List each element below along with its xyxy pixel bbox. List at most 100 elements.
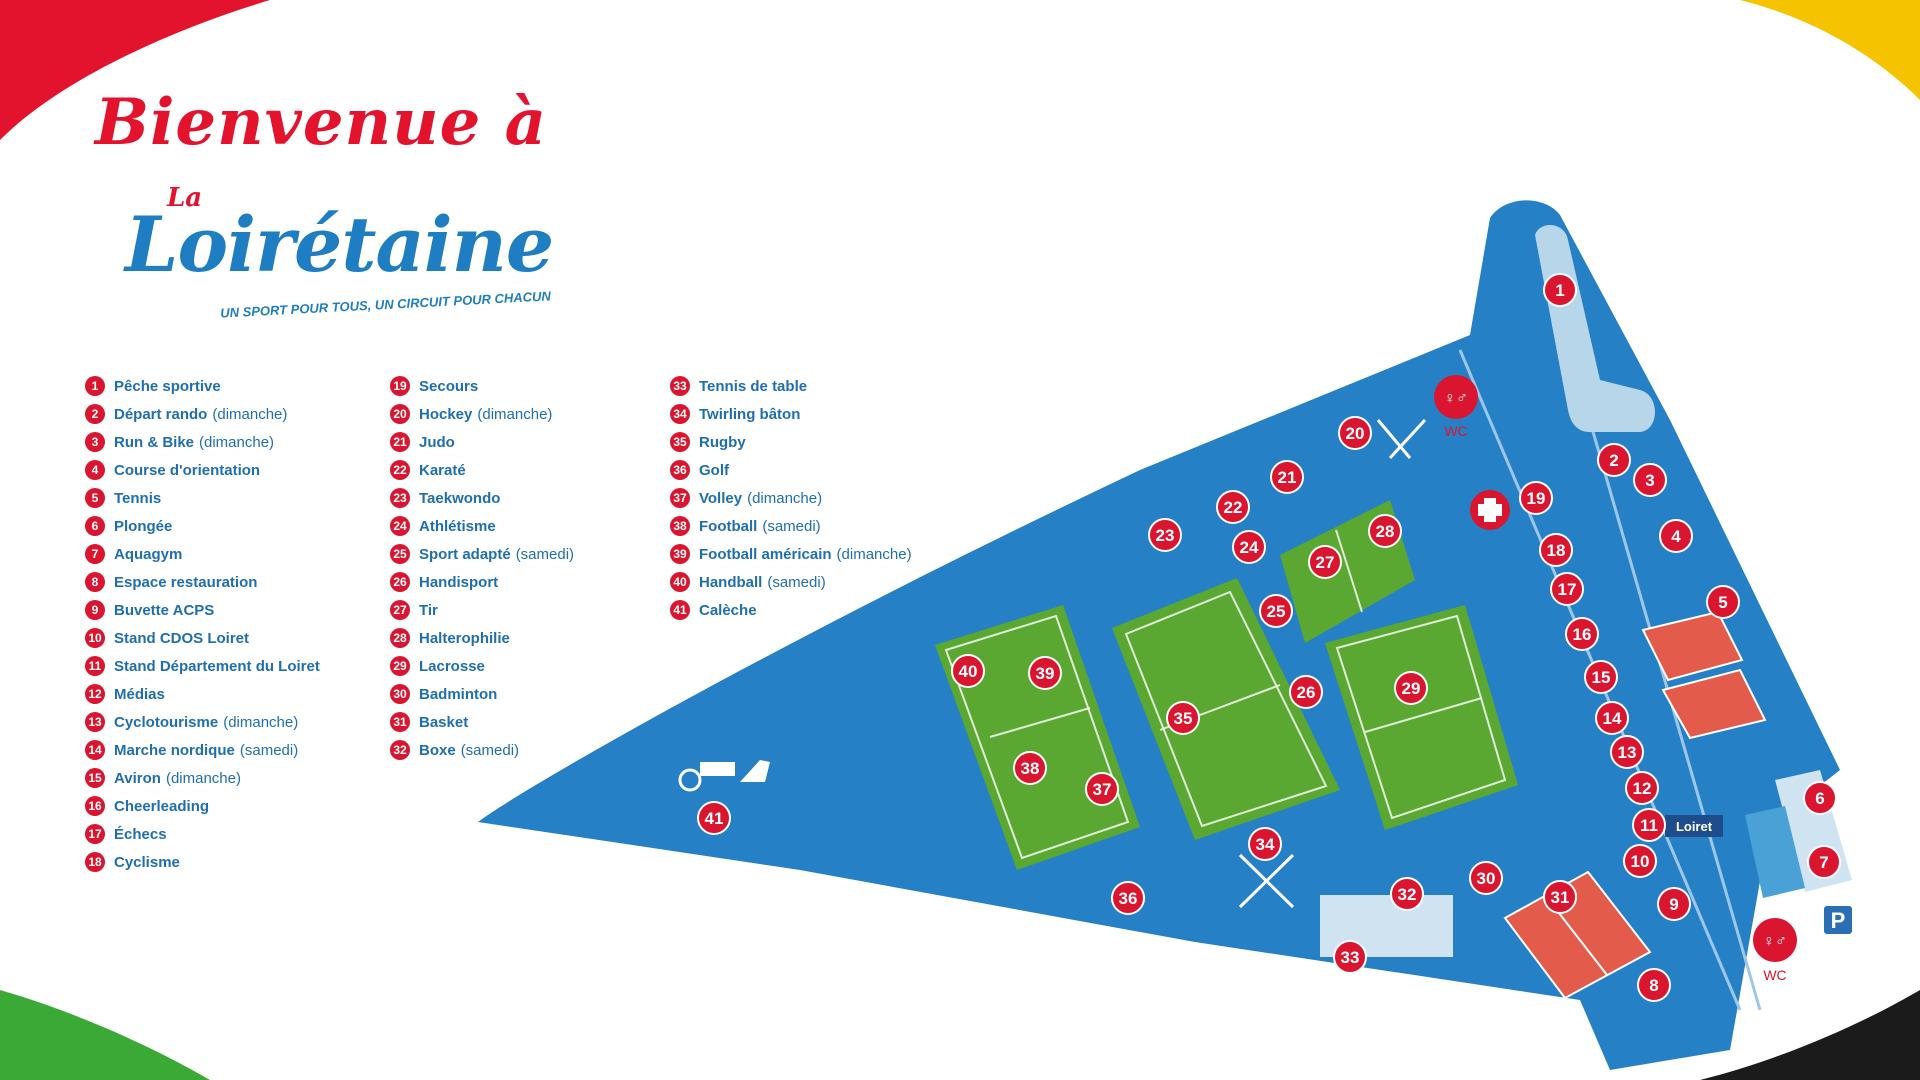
map-marker-number: 34 xyxy=(1256,835,1275,854)
field-lacrosse xyxy=(1325,605,1518,830)
legend-label: Karaté xyxy=(419,461,466,479)
legend-label: Golf xyxy=(699,461,729,479)
legend-label: Stand CDOS Loiret xyxy=(114,629,250,647)
legend-label: Halterophilie xyxy=(419,629,510,647)
caleche-icon xyxy=(678,760,770,792)
wc-label: WC xyxy=(1763,967,1786,983)
map-marker-36: 36 xyxy=(1111,881,1145,915)
map-marker-23: 23 xyxy=(1148,518,1182,552)
legend-label: Handball xyxy=(699,573,763,591)
legend-item: 3 Run & Bike(dimanche) xyxy=(85,431,274,453)
map-marker-19: 19 xyxy=(1519,481,1553,515)
legend-number-badge: 21 xyxy=(390,432,410,452)
map-marker-41: 41 xyxy=(697,801,731,835)
legend-item: 36 Golf xyxy=(670,459,729,481)
legend-label: Espace restauration xyxy=(114,573,258,591)
legend-number-badge: 16 xyxy=(85,796,105,816)
map-marker-number: 26 xyxy=(1297,683,1316,702)
legend-label: Run & Bike xyxy=(114,433,195,451)
legend-note: (dimanche) xyxy=(199,433,275,451)
legend-label: Cheerleading xyxy=(114,797,210,815)
legend-label: Volley xyxy=(699,489,743,507)
map-marker-number: 39 xyxy=(1036,664,1055,683)
logo-title: Bienvenue à La Loirétaine UN SPORT POUR … xyxy=(95,85,554,321)
legend-label: Rugby xyxy=(699,433,746,451)
map-marker-number: 20 xyxy=(1346,424,1365,443)
legend-label: Calèche xyxy=(699,601,757,619)
map-marker-number: 9 xyxy=(1669,895,1678,914)
legend-note: (dimanche) xyxy=(747,489,823,507)
map-marker-number: 13 xyxy=(1618,743,1637,762)
legend-number-badge: 20 xyxy=(390,404,410,424)
map-marker-16: 16 xyxy=(1565,617,1599,651)
map-marker-37: 37 xyxy=(1085,772,1119,806)
legend-label: Basket xyxy=(419,713,469,731)
map-marker-34: 34 xyxy=(1248,827,1282,861)
legend-number-badge: 40 xyxy=(670,572,690,592)
legend-label: Stand Département du Loiret xyxy=(114,657,320,675)
twirling-baton-icon xyxy=(1238,853,1295,909)
loiret-sign: Loiret xyxy=(1665,815,1723,837)
legend-number-badge: 6 xyxy=(85,516,105,536)
legend-label: Buvette ACPS xyxy=(114,601,215,619)
legend-label: Football xyxy=(699,517,758,535)
legend-label: Secours xyxy=(419,377,479,395)
legend-number-badge: 7 xyxy=(85,544,105,564)
map-marker-24: 24 xyxy=(1232,530,1266,564)
map-marker-number: 36 xyxy=(1119,889,1138,908)
legend-label: Athlétisme xyxy=(419,517,496,535)
map-marker-number: 37 xyxy=(1093,780,1112,799)
legend-number-badge: 11 xyxy=(85,656,105,676)
legend-note: (dimanche) xyxy=(836,545,912,563)
legend-number-badge: 36 xyxy=(670,460,690,480)
legend-note: (samedi) xyxy=(767,573,826,591)
legend-label: Boxe xyxy=(419,741,456,759)
map-marker-number: 40 xyxy=(959,662,978,681)
map-marker-number: 21 xyxy=(1278,468,1297,487)
legend-number-badge: 29 xyxy=(390,656,410,676)
map-marker-number: 2 xyxy=(1609,451,1618,470)
svg-text:♀♂: ♀♂ xyxy=(1444,390,1468,407)
map-marker-number: 8 xyxy=(1649,976,1658,995)
map-marker-18: 18 xyxy=(1539,533,1573,567)
map-marker-number: 12 xyxy=(1633,779,1652,798)
legend-number-badge: 3 xyxy=(85,432,105,452)
legend-number-badge: 41 xyxy=(670,600,690,620)
legend-number-badge: 4 xyxy=(85,460,105,480)
legend-label: Marche nordique xyxy=(114,741,235,759)
legend-number-badge: 15 xyxy=(85,768,105,788)
map-marker-number: 29 xyxy=(1402,679,1421,698)
corner-decoration-bottom-right xyxy=(1700,990,1920,1080)
legend-label: Taekwondo xyxy=(419,489,501,507)
map-marker-26: 26 xyxy=(1289,675,1323,709)
map-marker-20: 20 xyxy=(1338,416,1372,450)
legend-label: Échecs xyxy=(114,825,167,843)
map-marker-number: 5 xyxy=(1718,593,1727,612)
legend-number-badge: 13 xyxy=(85,712,105,732)
legend-number-badge: 39 xyxy=(670,544,690,564)
legend-item: 40 Handball(samedi) xyxy=(670,571,826,593)
legend-item: 41 Calèche xyxy=(670,599,757,621)
legend-number-badge: 38 xyxy=(670,516,690,536)
map-marker-number: 16 xyxy=(1573,625,1592,644)
svg-text:Loiret: Loiret xyxy=(1676,819,1713,834)
court-tennis xyxy=(1641,610,1767,740)
map-marker-number: 31 xyxy=(1551,888,1570,907)
parking-icon: P xyxy=(1822,904,1854,936)
